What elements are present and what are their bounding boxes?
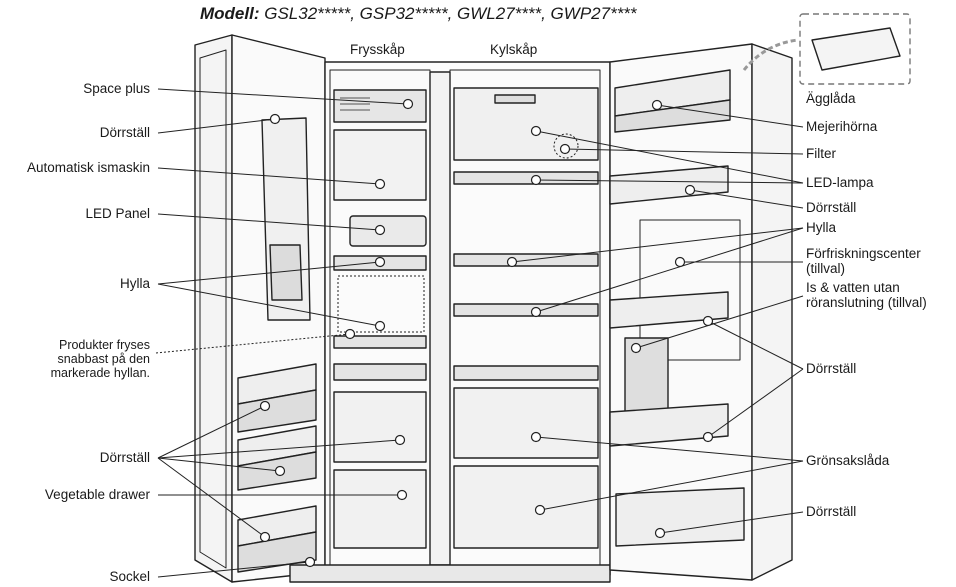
note-line-3: markerade hyllan. xyxy=(50,366,150,380)
model-title: Modell: GSL32*****, GSP32*****, GWL27***… xyxy=(200,4,637,24)
label-door-bin-right-1: Dörrställ xyxy=(806,200,857,215)
label-ice-maker: Automatisk ismaskin xyxy=(26,160,150,175)
label-door-bin-top: Dörrställ xyxy=(99,125,150,140)
cabinet xyxy=(289,61,611,583)
note-line-1: Produkter fryses xyxy=(58,338,150,352)
label-refresh-center: Förfriskningscenter (tillval) xyxy=(806,246,921,276)
label-door-bin-low: Dörrställ xyxy=(99,450,150,465)
fridge-heading: Kylskåp xyxy=(490,42,538,57)
model-prefix: Modell: xyxy=(200,4,260,23)
freezer-heading: Frysskåp xyxy=(350,42,405,57)
note-line-2: snabbast på den xyxy=(57,352,150,366)
label-vegetable-drawer: Vegetable drawer xyxy=(44,487,150,502)
label-door-bin-right-2: Dörrställ xyxy=(806,361,857,376)
label-fast-freeze-note: Produkter fryses snabbast på den markera… xyxy=(51,338,150,380)
label-filter: Filter xyxy=(806,146,836,161)
left-door xyxy=(194,34,326,583)
label-shelf-right: Hylla xyxy=(806,220,837,235)
callout-markers xyxy=(259,98,714,568)
model-list: GSL32*****, GSP32*****, GWL27****, GWP27… xyxy=(264,4,637,23)
right-door xyxy=(609,43,793,581)
ice-water-line-1: Is & vatten utan xyxy=(806,280,900,295)
refresh-center-line-2: (tillval) xyxy=(806,261,845,276)
egg-tray-inset xyxy=(742,13,911,85)
label-dairy-corner: Mejerihörna xyxy=(806,119,878,134)
label-ice-water: Is & vatten utan röranslutning (tillval) xyxy=(806,280,927,310)
label-led-lamp: LED-lampa xyxy=(806,175,874,190)
ice-water-line-2: röranslutning (tillval) xyxy=(806,295,927,310)
leader-lines xyxy=(155,88,804,578)
label-space-plus: Space plus xyxy=(83,81,150,96)
label-led-panel: LED Panel xyxy=(85,206,150,221)
refresh-center-line-1: Förfriskningscenter xyxy=(806,246,921,261)
label-base: Sockel xyxy=(109,569,150,584)
label-egg-tray: Ägglåda xyxy=(806,91,856,106)
label-shelf-left: Hylla xyxy=(119,276,150,291)
label-crisper: Grönsakslåda xyxy=(806,453,890,468)
label-door-bin-right-3: Dörrställ xyxy=(806,504,857,519)
